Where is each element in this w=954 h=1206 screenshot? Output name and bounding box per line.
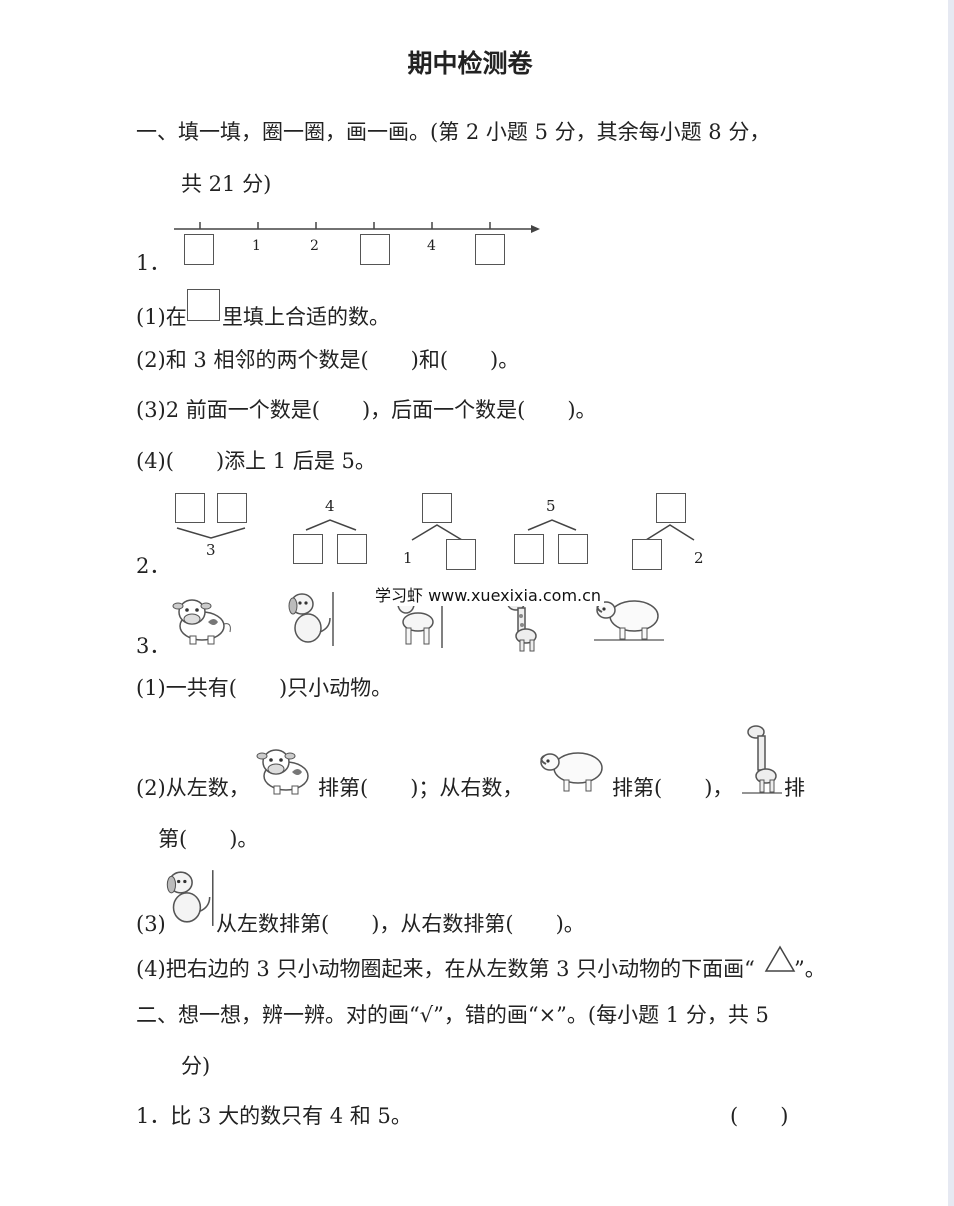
section1-heading-cont: 共 21 分) [181,172,272,196]
answer-box[interactable] [475,234,505,265]
sheep-icon [540,752,603,792]
q2-number: 2． [136,554,171,578]
watermark: 学习虾 www.xuexixia.com.cn [372,582,605,606]
q3-item4-b: ”。 [794,957,826,981]
tick-label: 2 [310,238,319,254]
q1-item1-pre: (1)在 [136,305,187,329]
q3-item3-b: 从左数排第( )，从右数排第( )。 [216,912,585,936]
q3-item2-a: (2)从左数， [136,776,250,800]
q1-number: 1． [136,251,171,275]
number-line [174,222,540,233]
q3-item3-a: (3) [136,912,166,936]
dog-icon [288,592,334,646]
section2-heading: 二、想一想，辨一辨。对的画“√”，错的画“×”。(每小题 1 分，共 5 [136,1003,769,1027]
split-label: 4 [325,497,335,515]
q1-item1-post: 里填上合适的数。 [222,305,390,329]
giraffe-icon [507,597,537,652]
q3-item2-c: 排第( )， [612,776,734,800]
answer-box[interactable] [175,493,205,523]
q3-item2-b: 排第( )；从右数， [318,776,524,800]
answer-box[interactable] [422,493,452,523]
q3-number: 3． [136,634,171,658]
triangle-icon [764,945,796,972]
answer-parenthesis[interactable]: ( ) [730,1104,789,1128]
answer-box[interactable] [514,534,544,564]
answer-box[interactable] [184,234,214,265]
cow-icon [172,599,231,645]
tick-label: 4 [427,238,436,254]
dog-icon [166,870,214,926]
split-label: 3 [206,541,216,559]
split-label: 2 [694,549,704,567]
q3-item4-a: (4)把右边的 3 只小动物圈起来，在从左数第 3 只小动物的下面画“ [136,957,755,981]
split-lines [176,519,695,541]
q3-item2-e: 第( )。 [158,827,259,851]
answer-box[interactable] [360,234,390,265]
tick-label: 1 [252,238,261,254]
answer-box[interactable] [337,534,367,564]
answer-box[interactable] [632,539,662,570]
q3-item2-d: 排 [784,776,805,800]
answer-box[interactable] [446,539,476,570]
q1-item4: (4)( )添上 1 后是 5。 [136,449,376,473]
answer-box[interactable] [293,534,323,564]
q1-item2: (2)和 3 相邻的两个数是( )和( )。 [136,348,520,372]
sheep-icon [594,600,664,641]
page-edge [948,0,954,1206]
split-label: 1 [403,549,413,567]
answer-box[interactable] [656,493,686,523]
cow-icon [256,749,309,795]
section2-q1: 1．比 3 大的数只有 4 和 5。 [136,1104,412,1128]
q3-item1: (1)一共有( )只小动物。 [136,676,393,700]
square-symbol [187,289,220,321]
answer-box[interactable] [558,534,588,564]
split-label: 5 [546,497,556,515]
section1-heading: 一、填一填，圈一圈，画一画。(第 2 小题 5 分，其余每小题 8 分， [136,120,771,144]
q1-item3: (3)2 前面一个数是( )，后面一个数是( )。 [136,398,597,422]
section2-heading-cont: 分) [181,1054,211,1078]
page-title: 期中检测卷 [407,49,533,78]
answer-box[interactable] [217,493,247,523]
giraffe-icon [742,725,782,794]
